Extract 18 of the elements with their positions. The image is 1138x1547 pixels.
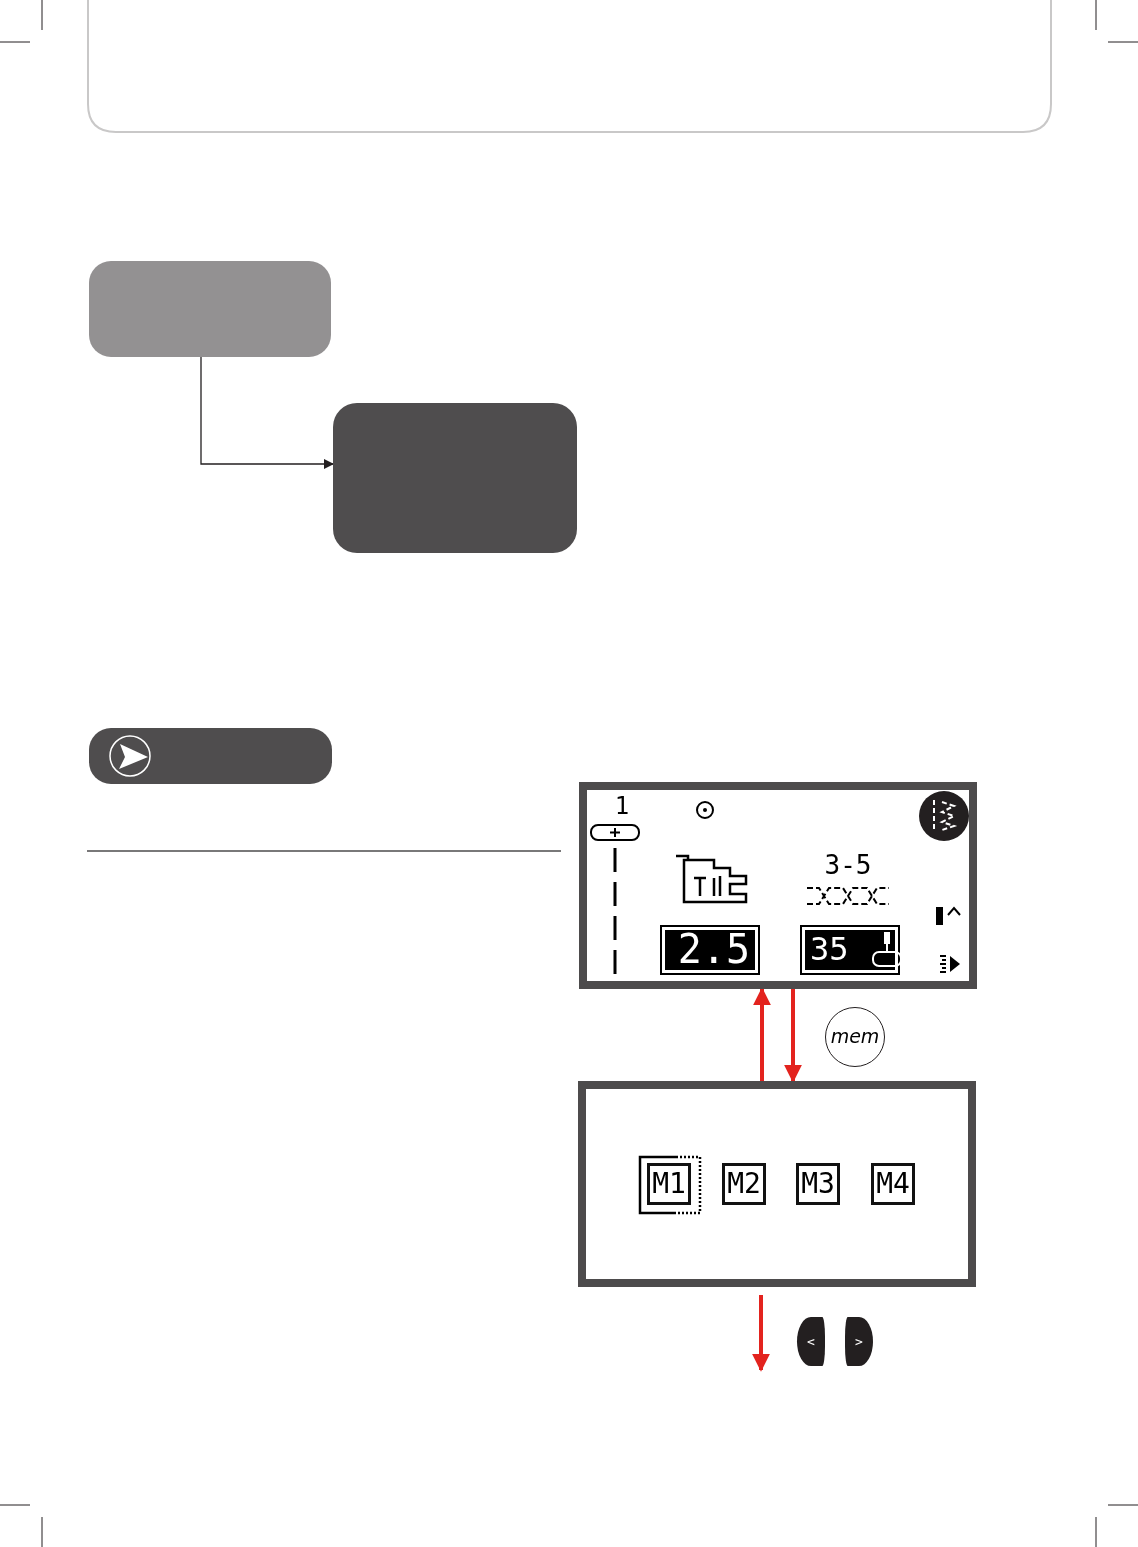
arrow [753,987,771,1081]
width-range-text: 3-5 [823,850,873,880]
left-arrow-button: < [797,1317,825,1366]
memory-slot: M3 [796,1163,840,1205]
memory-slot: M4 [871,1163,915,1205]
stitch-number: 1 [613,792,631,818]
stitch-length-value: 35 [800,925,900,975]
arrow [200,356,335,470]
arrow [784,989,802,1083]
right-arrow-button: > [845,1317,873,1366]
process-box [333,403,577,553]
process-box [89,261,331,357]
display-screen [578,1081,976,1287]
memory-slot: M2 [722,1163,766,1205]
stitch-width-value: 2.5 [660,925,760,975]
arrow [752,1295,770,1372]
display-screen [579,782,977,989]
memory-slot: M1 [647,1163,691,1205]
